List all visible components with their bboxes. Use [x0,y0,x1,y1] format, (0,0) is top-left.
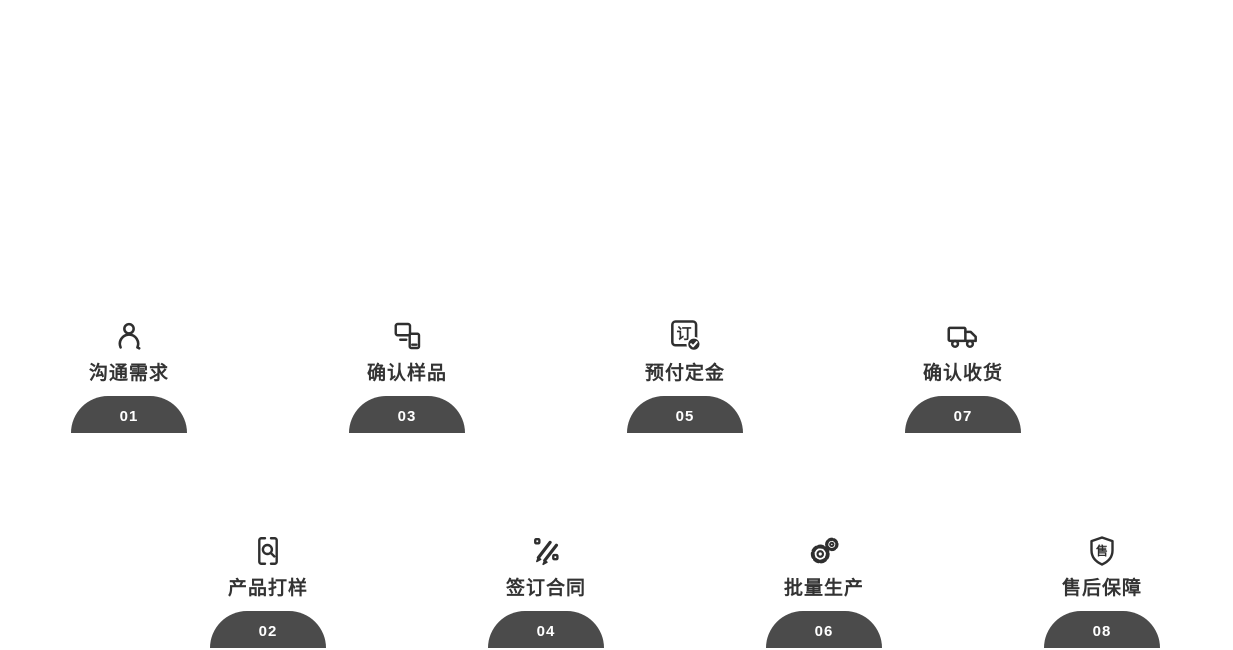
document-search-icon [188,527,348,569]
step-number: 03 [397,408,417,425]
step-number-badge: 07 [905,396,1021,433]
process-step-01: 沟通需求 01 [49,312,209,433]
step-number: 05 [675,408,695,425]
shield-icon: 售 [1022,527,1182,569]
process-step-06: 批量生产 06 [744,527,904,648]
process-step-02: 产品打样 02 [188,527,348,648]
process-step-04: 签订合同 04 [466,527,626,648]
step-label: 预付定金 [644,363,725,384]
step-number-badge: 06 [766,611,882,648]
step-number: 07 [953,408,973,425]
process-step-05: 订 预付定金 05 [605,312,765,433]
process-step-08: 售 售后保障 08 [1022,527,1182,648]
step-number-badge: 04 [488,611,604,648]
step-label: 沟通需求 [88,363,169,384]
step-number: 02 [258,623,278,640]
process-step-07: 确认收货 07 [883,312,1043,433]
gears-icon [744,527,904,569]
step-number-badge: 08 [1044,611,1160,648]
process-step-03: 确认样品 03 [327,312,487,433]
step-label: 确认样品 [366,363,447,384]
step-number: 08 [1092,623,1112,640]
step-label: 售后保障 [1061,578,1142,599]
step-label: 产品打样 [227,578,308,599]
step-number: 01 [119,408,139,425]
step-label: 确认收货 [922,363,1003,384]
person-icon [49,312,209,354]
step-number-badge: 05 [627,396,743,433]
order-check-icon: 订 [605,312,765,354]
sample-cards-icon [327,312,487,354]
step-label: 签订合同 [505,578,586,599]
step-number: 04 [536,623,556,640]
step-number: 06 [814,623,834,640]
truck-icon [883,312,1043,354]
order-char: 订 [677,325,692,342]
shield-char: 售 [1096,543,1108,558]
step-number-badge: 02 [210,611,326,648]
step-number-badge: 03 [349,396,465,433]
step-label: 批量生产 [783,578,864,599]
step-number-badge: 01 [71,396,187,433]
contract-pens-icon [466,527,626,569]
